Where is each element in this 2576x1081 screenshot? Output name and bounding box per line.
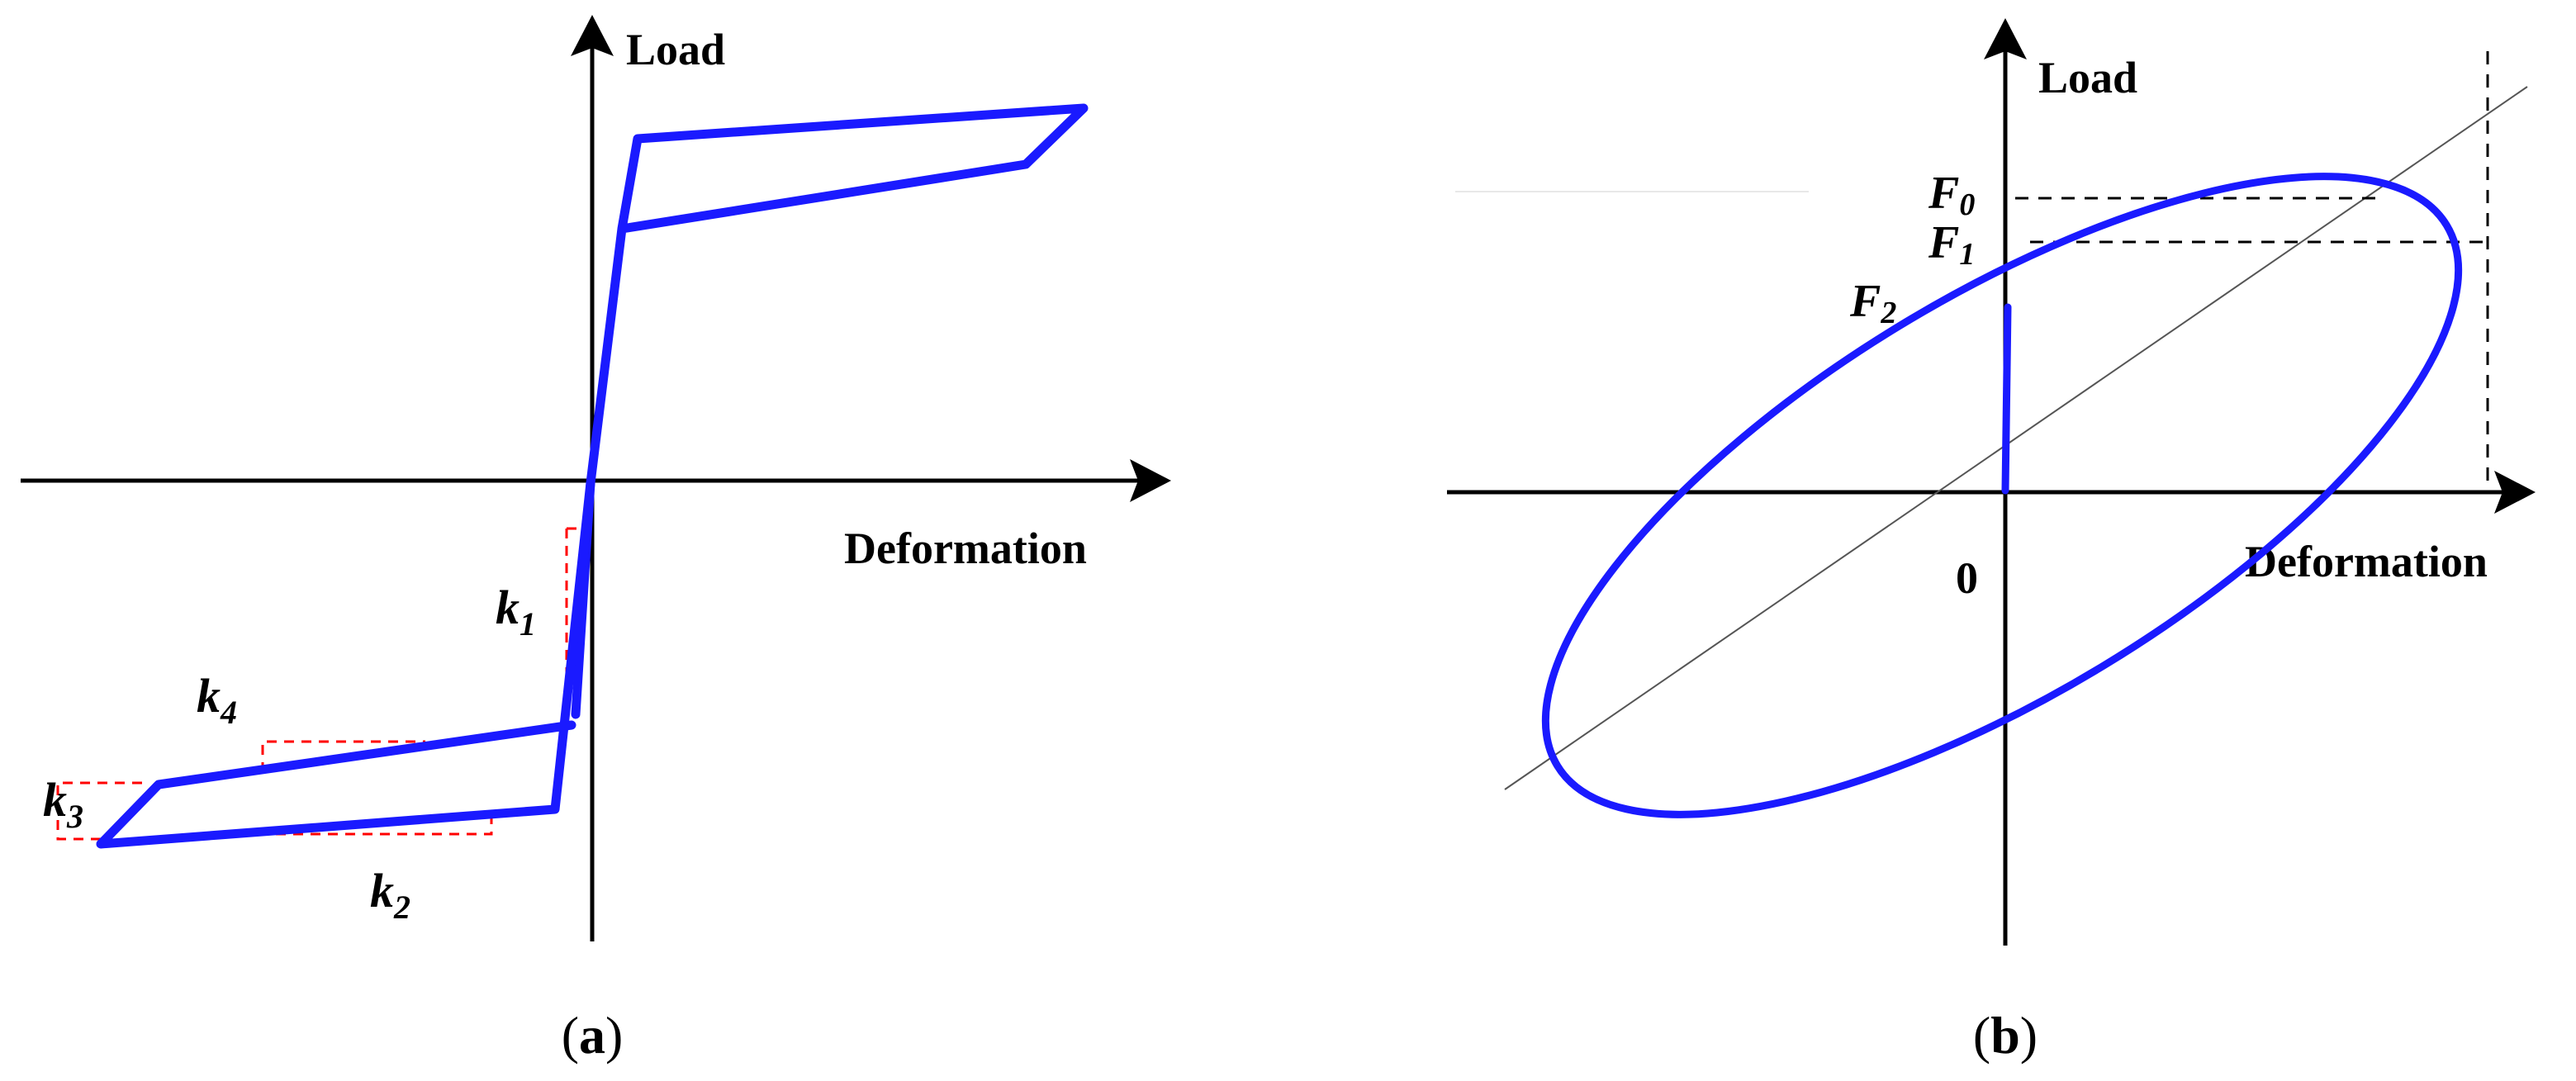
f0-label: F0	[1928, 168, 1975, 222]
k4-label: k4	[197, 669, 237, 731]
panel-a-x-axis-label: Deformation	[844, 524, 1087, 573]
f2-label: F2	[1849, 276, 1896, 330]
panel-b-reference-line	[1504, 86, 2528, 790]
panel-a-y-axis-arrow	[571, 15, 614, 56]
panel-a-y-axis-label: Load	[626, 25, 725, 74]
panel-a-hysteresis-curve	[96, 103, 1089, 849]
panel-b-y-axis-arrow	[1984, 18, 2027, 59]
panel-b: Load Deformation 0 F0 F1 F2 (b)	[1447, 18, 2536, 1064]
k4-guide	[261, 740, 425, 772]
k3-guide	[56, 781, 149, 841]
panel-a-caption: (a)	[562, 1006, 624, 1064]
panel-b-origin-label: 0	[1956, 553, 1978, 603]
panel-b-x-axis-label: Deformation	[2245, 537, 2488, 586]
panel-b-hysteresis-ellipse	[1541, 173, 2463, 818]
panel-a-x-axis-arrow	[1130, 459, 1171, 502]
f1-label: F1	[1928, 217, 1975, 272]
panel-b-y-axis-label: Load	[2038, 53, 2137, 102]
panel-b-caption: (b)	[1973, 1006, 2038, 1064]
panel-b-dashed-guides	[2015, 51, 2490, 487]
panel-b-x-axis-arrow	[2494, 471, 2536, 514]
panel-b-initial-branch	[2001, 303, 2012, 495]
panel-a: Load Deformation k1 k4 k3 k2 (a)	[21, 15, 1171, 1064]
k3-label: k3	[43, 773, 83, 835]
panel-a-stiffness-guides	[56, 527, 580, 841]
k1-label: k1	[496, 581, 536, 642]
k2-label: k2	[370, 864, 410, 926]
